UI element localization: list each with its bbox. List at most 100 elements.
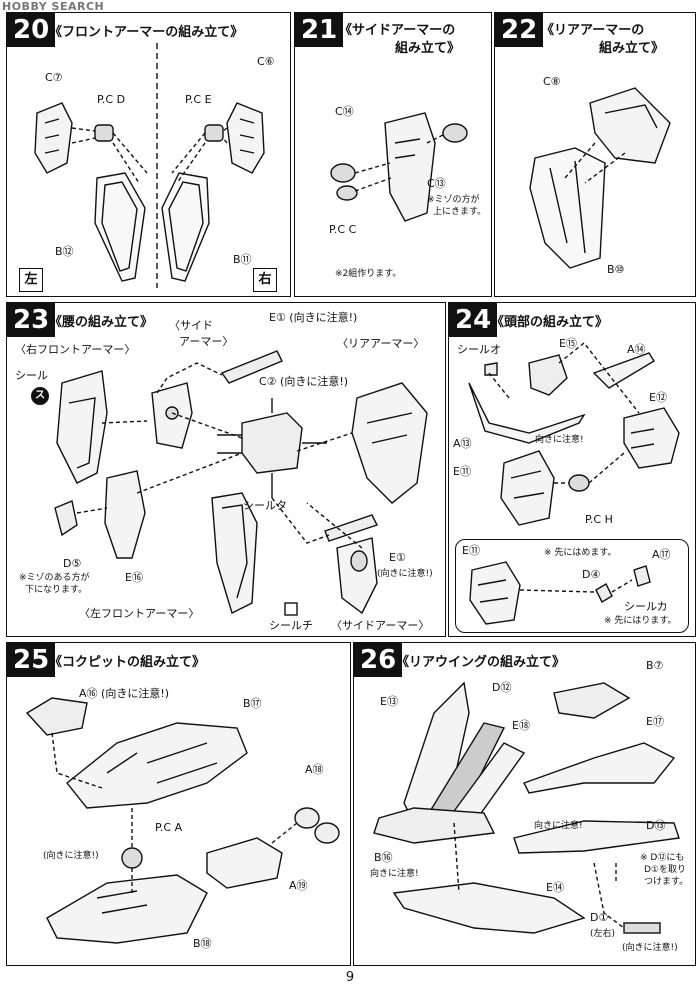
label-d12: D⑫ [492,681,512,694]
note-groove-2: 下になります。 [25,585,88,595]
label-b12: B⑫ [55,245,74,258]
step-title: 《リアウイングの組み立て》 [396,655,566,670]
step-title: 《フロントアーマーの組み立て》 [49,25,244,40]
rear-wing-diagram [373,681,680,934]
note-groove-2: 上にきます。 [433,207,487,217]
label-c6: C⑥ [257,55,275,68]
step-24-panel: 24 《頭部の組み立て》 シールオ E⑮ A⑭ E⑫ A⑬ 向きに注意! E⑪ … [448,302,696,637]
label-c7: C⑦ [45,71,63,84]
step-20-panel: 20 《フロントアーマーの組み立て》 C⑦ P.C D P [6,12,291,297]
note-d12-3: つけます。 [644,877,689,887]
left-marker: 左 [19,268,43,292]
page-number: 9 [345,970,355,985]
label-e1-lower: E① [389,551,406,564]
label-d13: D⑬ [646,819,666,832]
step-title-line2: 組み立て》 [599,41,665,56]
label-pc-e: P.C E [185,93,212,106]
label-c8: C⑧ [543,75,561,88]
right-marker: 右 [253,268,277,292]
note-d12-2: D①を取り [644,865,686,875]
note-make-two: ※2組作ります。 [335,269,402,279]
label-d1: D① [590,911,609,924]
step-number: 25 [7,643,56,677]
step-21-panel: 21 《サイドアーマーの 組み立て》 C⑭ C⑬ ※ミゾの方が 上にきます。 P… [294,12,492,297]
label-b17: B⑰ [243,697,262,710]
label-b10: B⑩ [607,263,625,276]
seal-su-marker: ス [31,387,49,405]
step-number: 24 [449,303,498,337]
label-b16: B⑯ [374,851,393,864]
note-paste-first: ※ 先にはります。 [604,616,677,626]
label-pc-d: P.C D [97,93,126,106]
label-e12: E⑫ [649,391,667,404]
caution-direction-2: 向きに注意! [370,869,419,879]
step-title: 《頭部の組み立て》 [491,315,609,330]
label-a19: A⑲ [289,879,308,892]
step-title: 《リアアーマーの [541,23,645,38]
label-e18: E⑱ [512,719,530,732]
label-seal-ta: シールタ [243,499,287,512]
label-b11: B⑪ [233,253,252,266]
caution-direction: (向きに注意!) [43,851,99,861]
step-title: 《腰の組み立て》 [49,315,154,330]
step-title-line2: 組み立て》 [395,41,461,56]
step-title: 《コクピットの組み立て》 [49,655,206,670]
step-25-panel: 25 《コクピットの組み立て》 A⑯ (向きに注意!) B⑰ A⑱ P.C A … [6,642,351,966]
rear-armor-diagram [529,87,671,269]
label-side-armor-2: アーマー〉 [179,335,234,348]
label-right-front-armor: 〈右フロントアーマー〉 [15,343,136,356]
label-e17: E⑰ [646,715,664,728]
step-number: 20 [7,13,56,47]
head-diagram [468,342,680,526]
label-seal-o: シールオ [457,343,501,356]
label-a14: A⑭ [627,343,646,356]
note-groove-1: ※ミゾの方が [427,195,480,205]
label-e16: E⑯ [125,571,143,584]
step-number: 21 [295,13,344,47]
side-armor-diagram [330,112,468,222]
label-rear-armor: 〈リアアーマー〉 [337,337,425,350]
label-a13: A⑬ [453,437,472,450]
note-d12-1: ※ D⑫にも [640,853,685,863]
label-c14: C⑭ [335,105,354,118]
label-side-armor-1: 〈サイド [169,319,213,332]
label-side-armor-lower: 〈サイドアーマー〉 [331,619,430,632]
label-pc-a: P.C A [155,821,183,834]
label-e1-lower-caution: (向きに注意!) [377,569,433,579]
sub-assembly-box: E⑪ ※ 先にはめます。 D④ A⑰ シールカ ※ 先にはります。 [455,539,689,633]
watermark: HOBBY SEARCH [2,0,105,13]
waist-diagram [54,350,428,616]
step-number: 26 [354,643,403,677]
note-groove-1: ※ミゾのある方が [19,573,90,583]
caution-direction-1: 向きに注意! [534,821,583,831]
label-e11: E⑪ [453,465,471,478]
label-e13: E⑬ [380,695,398,708]
label-pc-c: P.C C [329,223,357,236]
step-number: 23 [7,303,56,337]
caution-direction: 向きに注意! [535,435,584,445]
note-insert-first: ※ 先にはめます。 [544,548,617,558]
label-seal-su: シール [15,369,48,382]
label-a16: A⑯ (向きに注意!) [79,687,170,700]
label-d5: D⑤ [63,557,82,570]
label-seal-chi: シールチ [269,619,313,632]
label-e14: E⑭ [546,881,564,894]
front-armor-diagram [34,43,265,288]
step-title: 《サイドアーマーの [339,23,456,38]
step-22-panel: 22 《リアアーマーの 組み立て》 C⑧ B⑩ [494,12,696,297]
label-b18: B⑱ [193,937,212,950]
label-b7: B⑦ [646,659,664,672]
label-e1-top: E① (向きに注意!) [269,311,358,324]
label-d4: D④ [582,568,601,581]
label-e15: E⑮ [559,337,577,350]
caution-direction-3: (向きに注意!) [622,943,678,953]
label-left-front-armor: 〈左フロントアーマー〉 [79,607,200,620]
sub-assembly-diagram [469,561,651,625]
label-pc-h: P.C H [585,513,613,526]
label-left-right: (左右) [590,929,616,939]
step-23-panel: 23 《腰の組み立て》 [6,302,446,637]
cockpit-diagram [25,697,340,944]
label-seal-ka: シールカ [624,600,668,613]
label-a17: A⑰ [652,548,671,561]
label-c2: C② (向きに注意!) [259,375,349,388]
